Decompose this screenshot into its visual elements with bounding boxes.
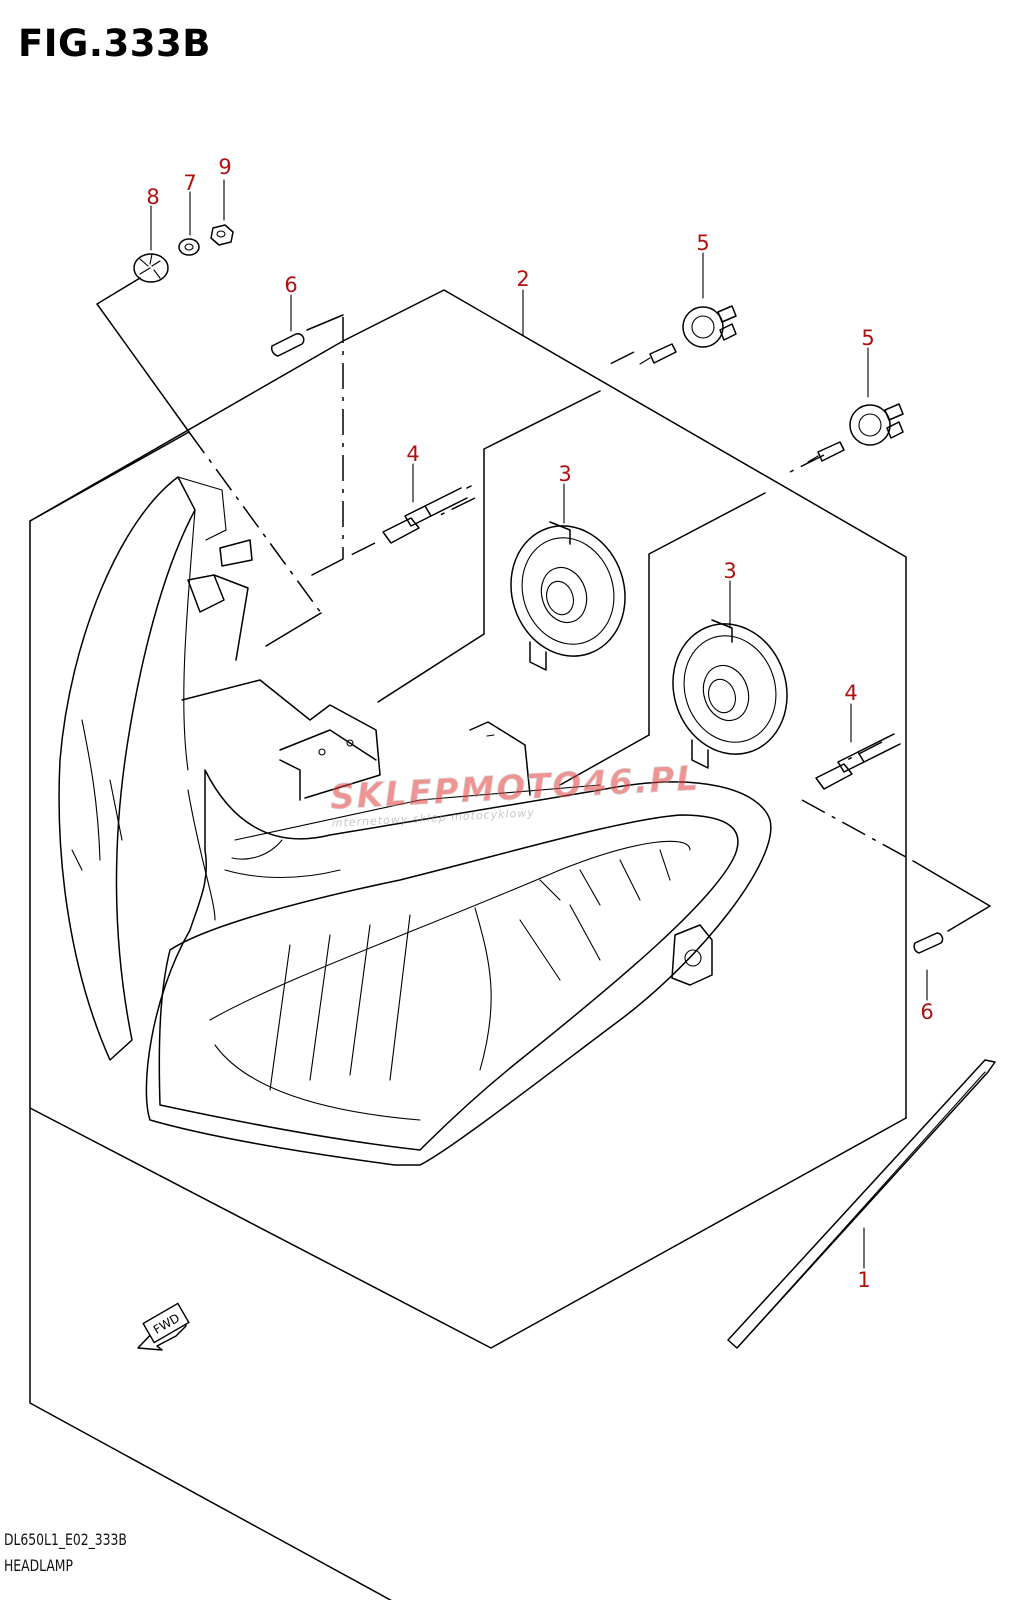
grommet-part-8 bbox=[133, 253, 169, 283]
h4-bulb-part-5-upper bbox=[639, 305, 737, 365]
figure-title: FIG.333B bbox=[18, 22, 211, 65]
model-code: DL650L1_E02_333B bbox=[4, 1530, 127, 1549]
reflector-cover-part-3-upper bbox=[510, 521, 626, 671]
callout-9: 9 bbox=[218, 155, 231, 179]
callout-6-upper: 6 bbox=[284, 273, 297, 297]
callout-5-lower: 5 bbox=[861, 326, 874, 350]
callout-8: 8 bbox=[146, 185, 159, 209]
callout-3-upper: 3 bbox=[558, 462, 571, 486]
nut-part-9 bbox=[210, 224, 234, 246]
callout-labels: 8 7 9 6 2 5 5 4 3 3 4 6 1 bbox=[146, 155, 933, 1292]
forward-direction-arrow: FWD bbox=[137, 1302, 190, 1351]
washer-part-7 bbox=[178, 238, 200, 256]
assembly-frame bbox=[29, 289, 907, 1600]
wedge-bulb-part-6-lower bbox=[913, 932, 944, 954]
section-name: HEADLAMP bbox=[4, 1556, 73, 1575]
callout-7: 7 bbox=[183, 171, 196, 195]
callout-5-upper: 5 bbox=[696, 231, 709, 255]
callout-2: 2 bbox=[516, 267, 529, 291]
callout-4-upper: 4 bbox=[406, 442, 419, 466]
bulb-socket-part-4-upper bbox=[382, 485, 472, 544]
leader-lines bbox=[96, 179, 991, 1269]
reflector-cover-part-3-lower bbox=[672, 619, 788, 769]
callout-1: 1 bbox=[857, 1268, 870, 1292]
callout-6-lower: 6 bbox=[920, 1000, 933, 1024]
headlamp-housing bbox=[58, 476, 772, 1166]
bulb-socket-part-4-lower bbox=[815, 733, 901, 790]
callout-3-lower: 3 bbox=[723, 559, 736, 583]
wedge-bulb-part-6-upper bbox=[270, 332, 305, 357]
h4-bulb-part-5-lower bbox=[807, 403, 904, 463]
callout-4-lower: 4 bbox=[844, 681, 857, 705]
trim-strip-part-1 bbox=[727, 1059, 996, 1349]
